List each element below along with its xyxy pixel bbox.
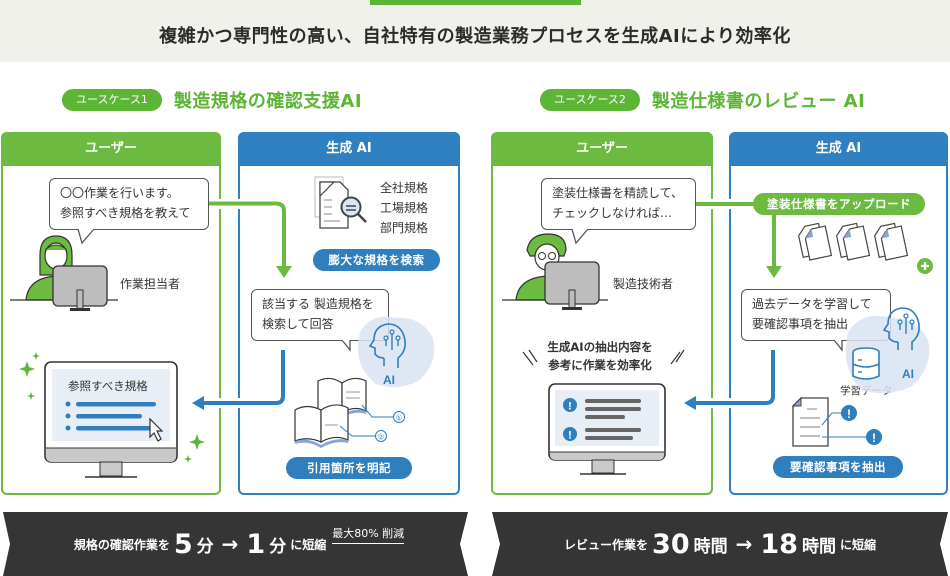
- bubble-line: 該当する 製造規格を: [262, 297, 374, 311]
- banner-from-value: 30: [652, 528, 690, 560]
- banner-suffix: に短縮: [290, 537, 327, 552]
- banner-from-unit: 分: [196, 536, 214, 557]
- usecase-1-result-banner: 規格の確認作業を 5 分 → 1 分 に短縮 最大80% 削減: [0, 512, 478, 576]
- usecase-2-pill: ユースケース2: [540, 89, 640, 111]
- banner-to-unit: 分: [269, 536, 287, 557]
- usecase-1-ai-panel: 生成 AI: [238, 132, 460, 495]
- user-panel-heading: ユーザー: [491, 132, 713, 166]
- ai-panel-heading: 生成 AI: [729, 132, 948, 166]
- ai-speech-bubble: 該当する 製造規格を 検索して回答: [251, 289, 389, 341]
- usecase-2-heading: ユースケース2 製造仕様書のレビュー AI: [540, 88, 865, 112]
- bubble-line: 検索して回答: [262, 317, 334, 331]
- effect-line: 生成AIの抽出内容を: [547, 340, 653, 354]
- banner-prefix: レビュー作業を: [564, 537, 649, 552]
- banner-suffix: に短縮: [839, 537, 876, 552]
- page-title: 複雑かつ専門性の高い、自社特有の製造業務プロセスを生成AIにより効率化: [159, 26, 791, 47]
- banner-shape: [3, 512, 468, 576]
- usecase-1-heading: ユースケース1 製造規格の確認支援AI: [62, 88, 362, 112]
- banner-text: 規格の確認作業を 5 分 → 1 分 に短縮 最大80% 削減: [0, 512, 478, 576]
- usecase-2-title: 製造仕様書のレビュー AI: [651, 91, 866, 112]
- usecase-1-pill: ユースケース1: [62, 89, 162, 111]
- person-label: 作業担当者: [120, 277, 181, 291]
- banner-from-value: 5: [173, 528, 193, 560]
- reduction-note: 最大80% 削減: [332, 525, 405, 544]
- ai-panel-heading: 生成 AI: [238, 132, 460, 166]
- banner-shape: [492, 512, 948, 576]
- bubble-line: 要確認事項を抽出: [752, 317, 849, 331]
- banner-arrow-icon: →: [221, 532, 239, 556]
- banner-prefix: 規格の確認作業を: [73, 537, 170, 552]
- doc-type-list: 全社規格 工場規格 部門規格: [380, 178, 428, 238]
- user-panel-heading: ユーザー: [1, 132, 221, 166]
- bubble-line: 参照すべき規格を教えて: [60, 206, 191, 220]
- bubble-line: 過去データを学習して: [752, 297, 872, 311]
- user-speech-bubble: 塗装仕様書を精読して、 チェックしなければ…: [541, 178, 696, 230]
- banner-to-value: 1: [246, 528, 266, 560]
- search-pill: 膨大な規格を検索: [313, 249, 440, 271]
- banner-from-unit: 時間: [693, 536, 728, 557]
- bubble-line: チェックしなければ…: [552, 206, 673, 220]
- effect-caption: 生成AIの抽出内容を 参考に作業を効率化: [540, 338, 660, 374]
- hero-accent-bar: [370, 0, 581, 5]
- extract-pill: 要確認事項を抽出: [773, 456, 903, 478]
- effect-line: 参考に作業を効率化: [548, 358, 652, 372]
- bubble-line: 〇〇作業を行います。: [60, 186, 179, 200]
- usecase-2-result-banner: レビュー作業を 30 時間 → 18 時間 に短縮: [490, 512, 950, 576]
- banner-arrow-icon: →: [735, 532, 753, 556]
- bubble-line: 塗装仕様書を精読して、: [552, 186, 684, 200]
- citation-pill: 引用箇所を明記: [286, 457, 412, 479]
- screen-title: 参照すべき規格: [68, 379, 148, 393]
- person-label: 製造技術者: [613, 277, 674, 291]
- upload-pill: 塗装仕様書をアップロード: [753, 193, 925, 215]
- ai-speech-bubble: 過去データを学習して 要確認事項を抽出: [741, 289, 891, 341]
- training-data-label: 学習データ: [840, 385, 893, 397]
- user-speech-bubble: 〇〇作業を行います。 参照すべき規格を教えて: [49, 178, 209, 230]
- banner-to-value: 18: [760, 528, 798, 560]
- doc-type-department: 部門規格: [380, 221, 429, 235]
- hero-header: 複雑かつ専門性の高い、自社特有の製造業務プロセスを生成AIにより効率化: [0, 0, 950, 62]
- doc-type-factory: 工場規格: [380, 201, 429, 215]
- banner-to-unit: 時間: [801, 536, 836, 557]
- usecase-1-title: 製造規格の確認支援AI: [173, 91, 363, 112]
- doc-type-company: 全社規格: [380, 181, 429, 195]
- banner-text: レビュー作業を 30 時間 → 18 時間 に短縮: [490, 512, 950, 576]
